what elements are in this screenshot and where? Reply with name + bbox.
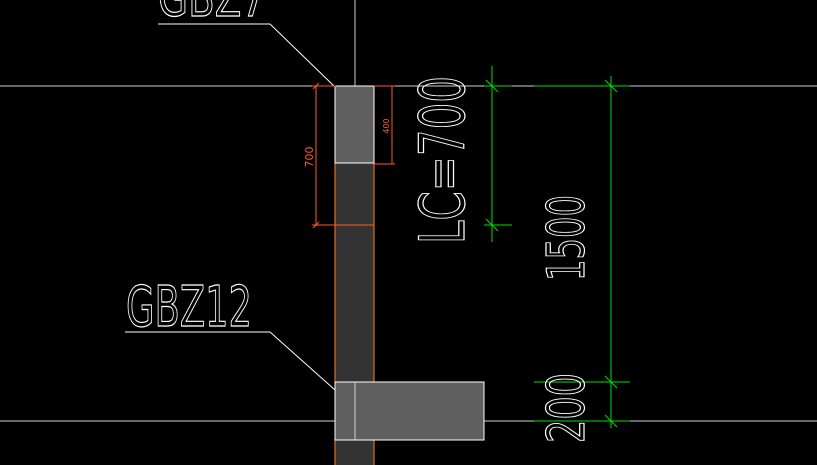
leader-gbz7: [158, 23, 335, 87]
green-dim-lc-tick-top: [485, 79, 499, 93]
red-dim-700-tick-bottom: [312, 221, 320, 229]
green-dim-1500-tick-bottom: [604, 414, 618, 428]
dim-text-lc: LC=700: [406, 76, 479, 244]
dim-text-200: 200: [537, 373, 597, 443]
green-dim-lc-tick-bottom: [485, 218, 499, 232]
red-dim-700-tick-top: [312, 82, 320, 90]
green-dim-1500-tick-mid: [604, 375, 618, 389]
dim-text-1500: 1500: [537, 195, 597, 281]
label-gbz7: GBZ7: [158, 0, 266, 29]
dim-text-red-400: 400: [382, 118, 391, 133]
green-dim-1500-tick-top: [604, 79, 618, 93]
column-gbz12: [334, 381, 485, 441]
column-gbz7: [334, 85, 375, 164]
label-gbz12: GBZ12: [126, 275, 252, 340]
leader-gbz12: [125, 331, 336, 391]
dim-text-red-700: 700: [303, 147, 316, 168]
